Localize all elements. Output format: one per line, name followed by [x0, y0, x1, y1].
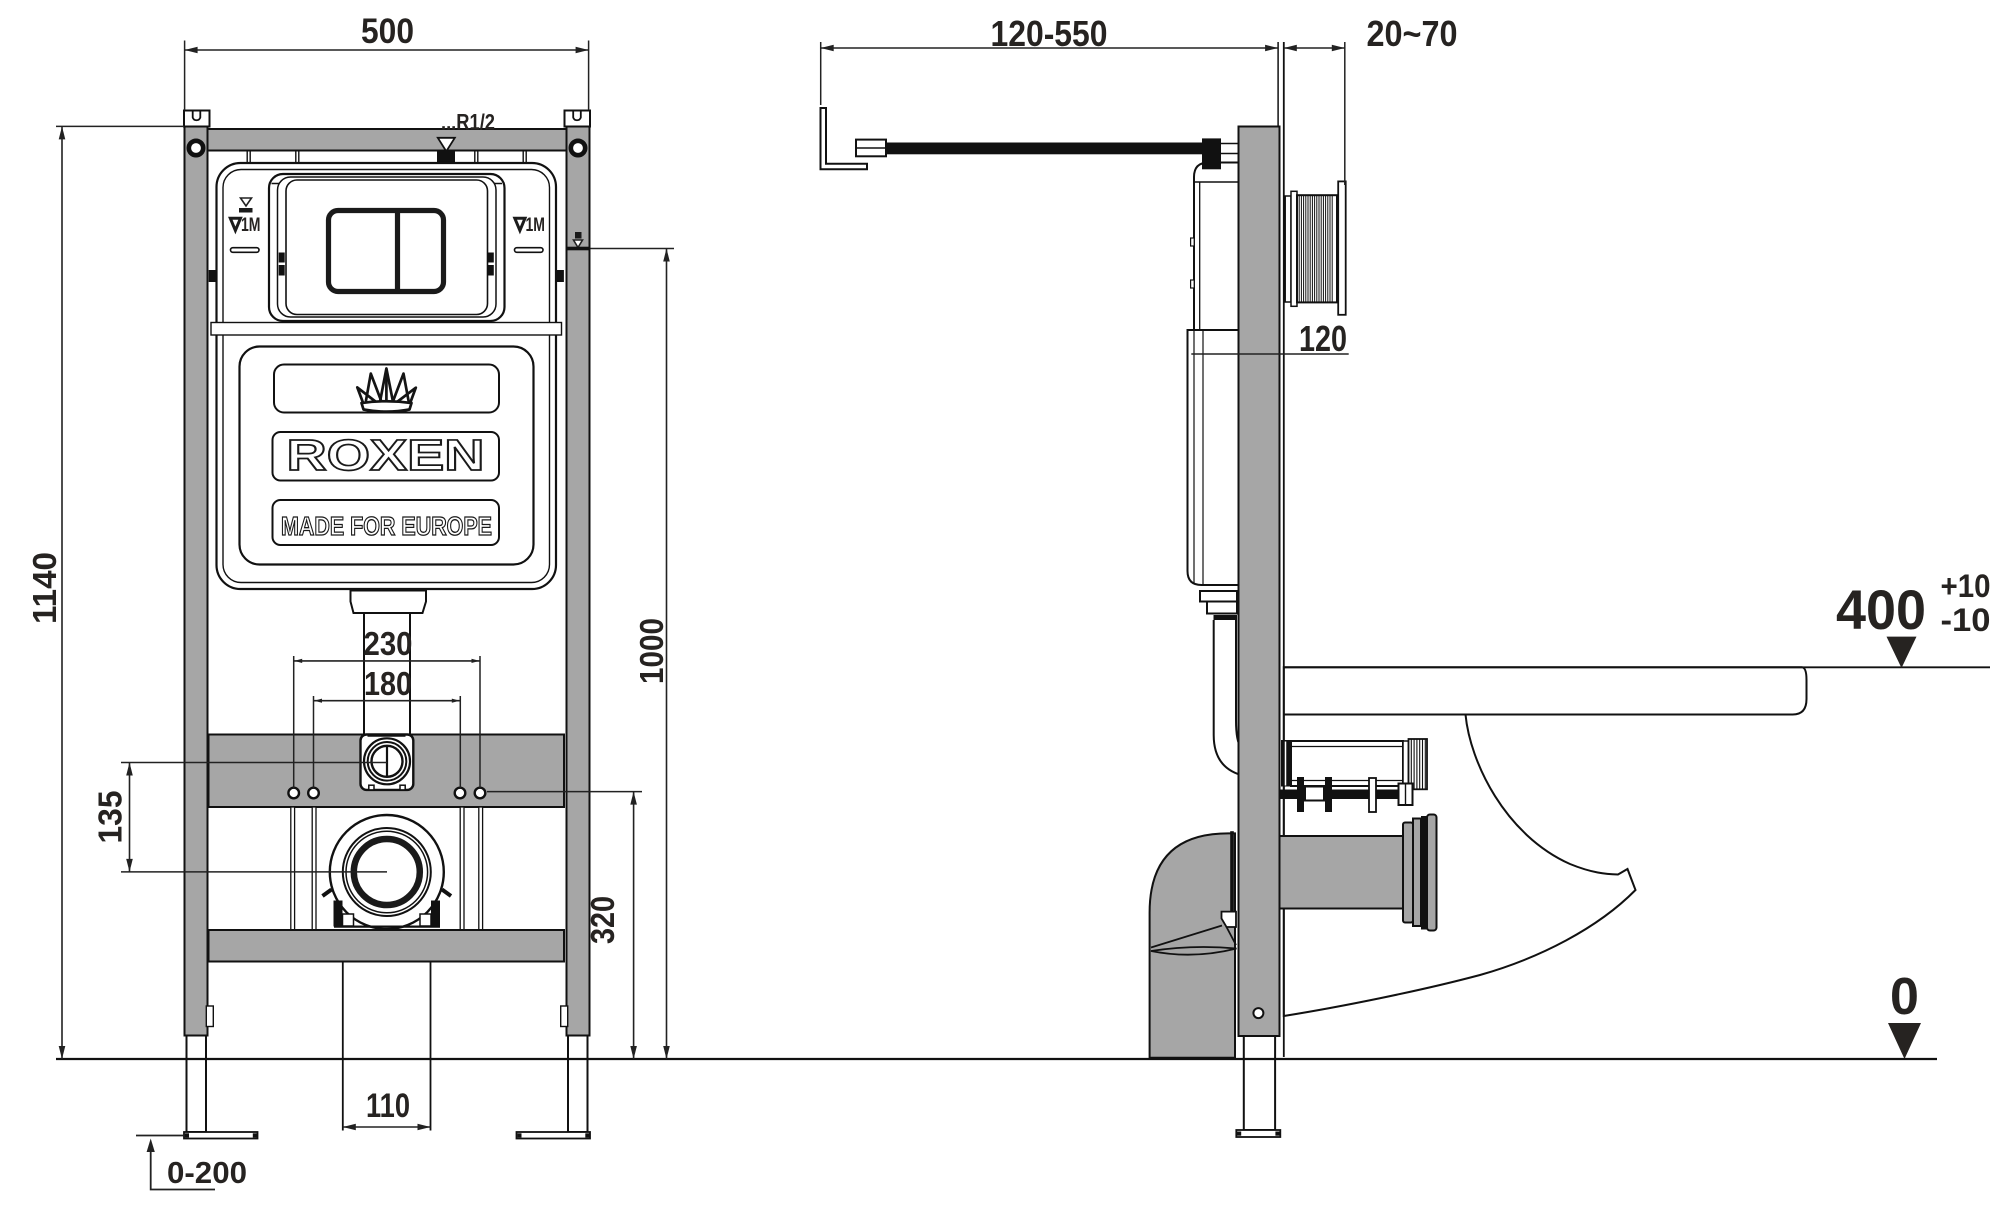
svg-text:+10: +10 — [1941, 568, 1991, 604]
svg-text:400: 400 — [1836, 578, 1926, 641]
svg-text:1M: 1M — [241, 215, 261, 236]
svg-text:20~70: 20~70 — [1367, 13, 1458, 54]
svg-text:ROXEN: ROXEN — [287, 431, 485, 480]
svg-text:135: 135 — [92, 791, 129, 844]
svg-text:120: 120 — [1299, 318, 1347, 359]
svg-text:230: 230 — [364, 625, 413, 662]
svg-text:MADE FOR EUROPE: MADE FOR EUROPE — [281, 511, 492, 541]
svg-text:1000: 1000 — [633, 618, 670, 684]
svg-text:1M: 1M — [526, 215, 546, 236]
svg-text:320: 320 — [584, 896, 621, 944]
svg-text:0: 0 — [1890, 968, 1919, 1026]
svg-text:1140: 1140 — [26, 552, 63, 624]
svg-text:-10: -10 — [1941, 602, 1991, 638]
svg-text:0-200: 0-200 — [167, 1155, 247, 1190]
svg-text:120-550: 120-550 — [991, 13, 1108, 54]
svg-text:180: 180 — [364, 665, 412, 702]
svg-text:110: 110 — [366, 1087, 410, 1125]
svg-text:...R1/2: ...R1/2 — [441, 110, 495, 135]
svg-text:500: 500 — [361, 12, 414, 51]
